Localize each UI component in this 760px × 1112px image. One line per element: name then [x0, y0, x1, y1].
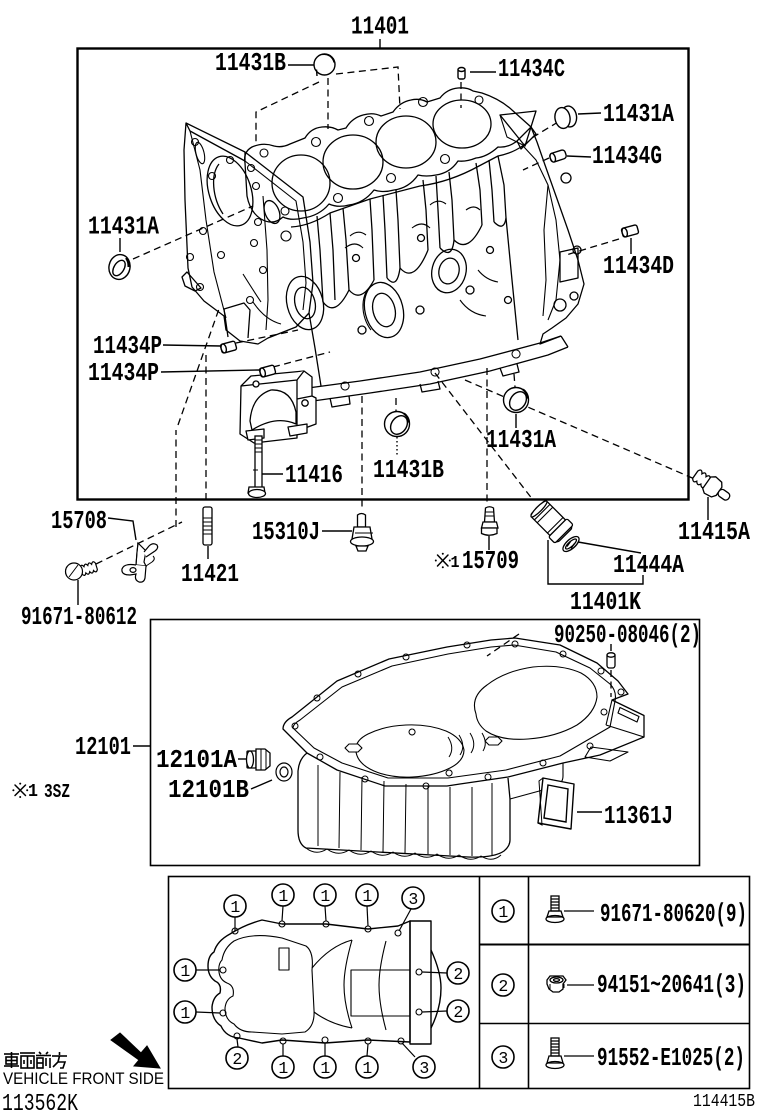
svg-text:15708: 15708 [51, 506, 107, 536]
svg-text:3: 3 [498, 1049, 508, 1068]
svg-text:15310J: 15310J [252, 517, 320, 547]
svg-text:12101: 12101 [75, 732, 131, 762]
svg-text:11401: 11401 [351, 12, 409, 42]
svg-text:2: 2 [453, 1003, 463, 1022]
svg-text:11431A: 11431A [486, 425, 556, 455]
svg-text:3: 3 [419, 1059, 429, 1078]
svg-text:1: 1 [278, 1059, 288, 1078]
svg-text:11434P: 11434P [93, 331, 162, 361]
svg-text:11431B: 11431B [373, 455, 444, 485]
svg-text:1: 1 [180, 1004, 190, 1023]
svg-text:1: 1 [320, 887, 330, 906]
svg-text:1: 1 [278, 887, 288, 906]
svg-text:VEHICLE FRONT SIDE: VEHICLE FRONT SIDE [3, 1069, 164, 1088]
svg-text:11415A: 11415A [678, 517, 750, 547]
svg-text:11434D: 11434D [603, 251, 674, 281]
svg-text:3SZ: 3SZ [44, 781, 70, 803]
svg-text:15709: 15709 [462, 546, 519, 576]
svg-text:11421: 11421 [181, 559, 239, 589]
svg-text:114415B: 114415B [693, 1090, 755, 1112]
svg-text:2: 2 [498, 977, 508, 996]
svg-text:11434P: 11434P [88, 358, 159, 388]
svg-text:1: 1 [180, 962, 190, 981]
svg-text:11401K: 11401K [570, 587, 641, 617]
svg-text:11431A: 11431A [603, 99, 674, 129]
svg-text:1: 1 [230, 898, 240, 917]
svg-text:91552-E1025(2): 91552-E1025(2) [597, 1043, 745, 1073]
svg-text:90250-08046(2): 90250-08046(2) [554, 620, 701, 650]
svg-text:1: 1 [362, 887, 372, 906]
svg-text:1: 1 [28, 782, 38, 802]
svg-text:11434C: 11434C [498, 54, 565, 84]
svg-text:12101B: 12101B [168, 775, 249, 805]
svg-text:91671-80620(9): 91671-80620(9) [600, 899, 747, 929]
svg-text:3: 3 [408, 890, 418, 909]
svg-text:113562K: 113562K [2, 1091, 78, 1112]
svg-text:2: 2 [232, 1050, 242, 1069]
svg-text:1: 1 [362, 1059, 372, 1078]
svg-text:1: 1 [320, 1059, 330, 1078]
svg-text:11431B: 11431B [215, 48, 286, 78]
svg-text:11431A: 11431A [88, 212, 159, 242]
svg-text:2: 2 [453, 965, 463, 984]
svg-text:1: 1 [498, 903, 508, 922]
svg-text:12101A: 12101A [156, 745, 237, 775]
svg-text:91671-80612: 91671-80612 [21, 602, 137, 632]
svg-text:1: 1 [451, 554, 460, 573]
svg-text:11361J: 11361J [604, 801, 673, 831]
svg-text:11434G: 11434G [592, 141, 662, 171]
svg-text:11444A: 11444A [613, 550, 684, 580]
svg-text:94151~20641(3): 94151~20641(3) [597, 970, 746, 1000]
svg-text:11416: 11416 [285, 460, 343, 490]
